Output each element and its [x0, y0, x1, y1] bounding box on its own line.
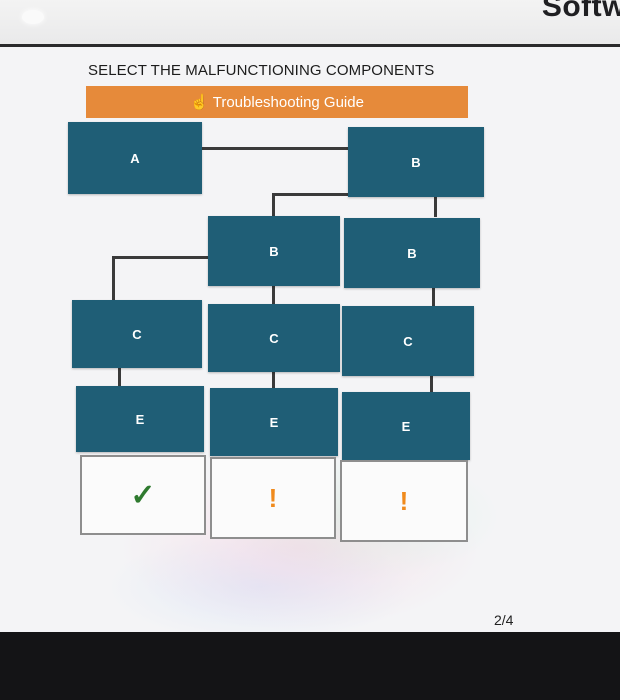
brand-label: Softw — [541, 0, 620, 23]
component-e-right[interactable]: E — [342, 392, 470, 460]
connector-c-e-left — [118, 366, 121, 388]
troubleshooting-guide-button[interactable]: ☝ Troubleshooting Guide — [86, 86, 468, 118]
result-cell-left: ✓ — [80, 455, 206, 535]
component-b-middle[interactable]: B — [208, 216, 340, 286]
pointing-hand-icon: ☝ — [190, 93, 209, 111]
component-c-left[interactable]: C — [72, 300, 202, 368]
component-b-right[interactable]: B — [344, 218, 480, 288]
connector-c-vertical-left — [112, 256, 115, 302]
component-e-left[interactable]: E — [76, 386, 204, 452]
component-e-middle[interactable]: E — [210, 388, 338, 456]
result-cell-middle: ! — [210, 457, 336, 539]
connector-b-vertical-right — [434, 193, 437, 217]
component-a[interactable]: A — [68, 122, 202, 194]
result-cell-right: ! — [340, 460, 468, 542]
connector-c-horizontal — [112, 256, 210, 259]
warning-icon: ! — [399, 485, 409, 516]
connector-b-c-right — [432, 288, 435, 308]
connector-c-e-middle — [272, 370, 275, 390]
page-indicator: 2/4 — [494, 612, 514, 628]
bezel-scuff — [22, 10, 44, 24]
connector-c-e-right — [430, 374, 433, 394]
monitor-bottom-bezel — [0, 632, 620, 700]
component-c-right[interactable]: C — [342, 306, 474, 376]
checkmark-icon: ✓ — [130, 478, 156, 512]
warning-icon: ! — [268, 482, 278, 513]
component-b-top[interactable]: B — [348, 127, 484, 197]
component-c-middle[interactable]: C — [208, 304, 340, 372]
troubleshooting-guide-label: Troubleshooting Guide — [212, 93, 364, 111]
monitor-bezel: Softw — [0, 0, 620, 46]
connector-b-c-middle — [272, 284, 275, 306]
connector-b-vertical-left — [272, 193, 275, 217]
instruction-text: SELECT THE MALFUNCTIONING COMPONENTS — [88, 62, 435, 79]
connector-a-b-horizontal — [200, 147, 350, 150]
